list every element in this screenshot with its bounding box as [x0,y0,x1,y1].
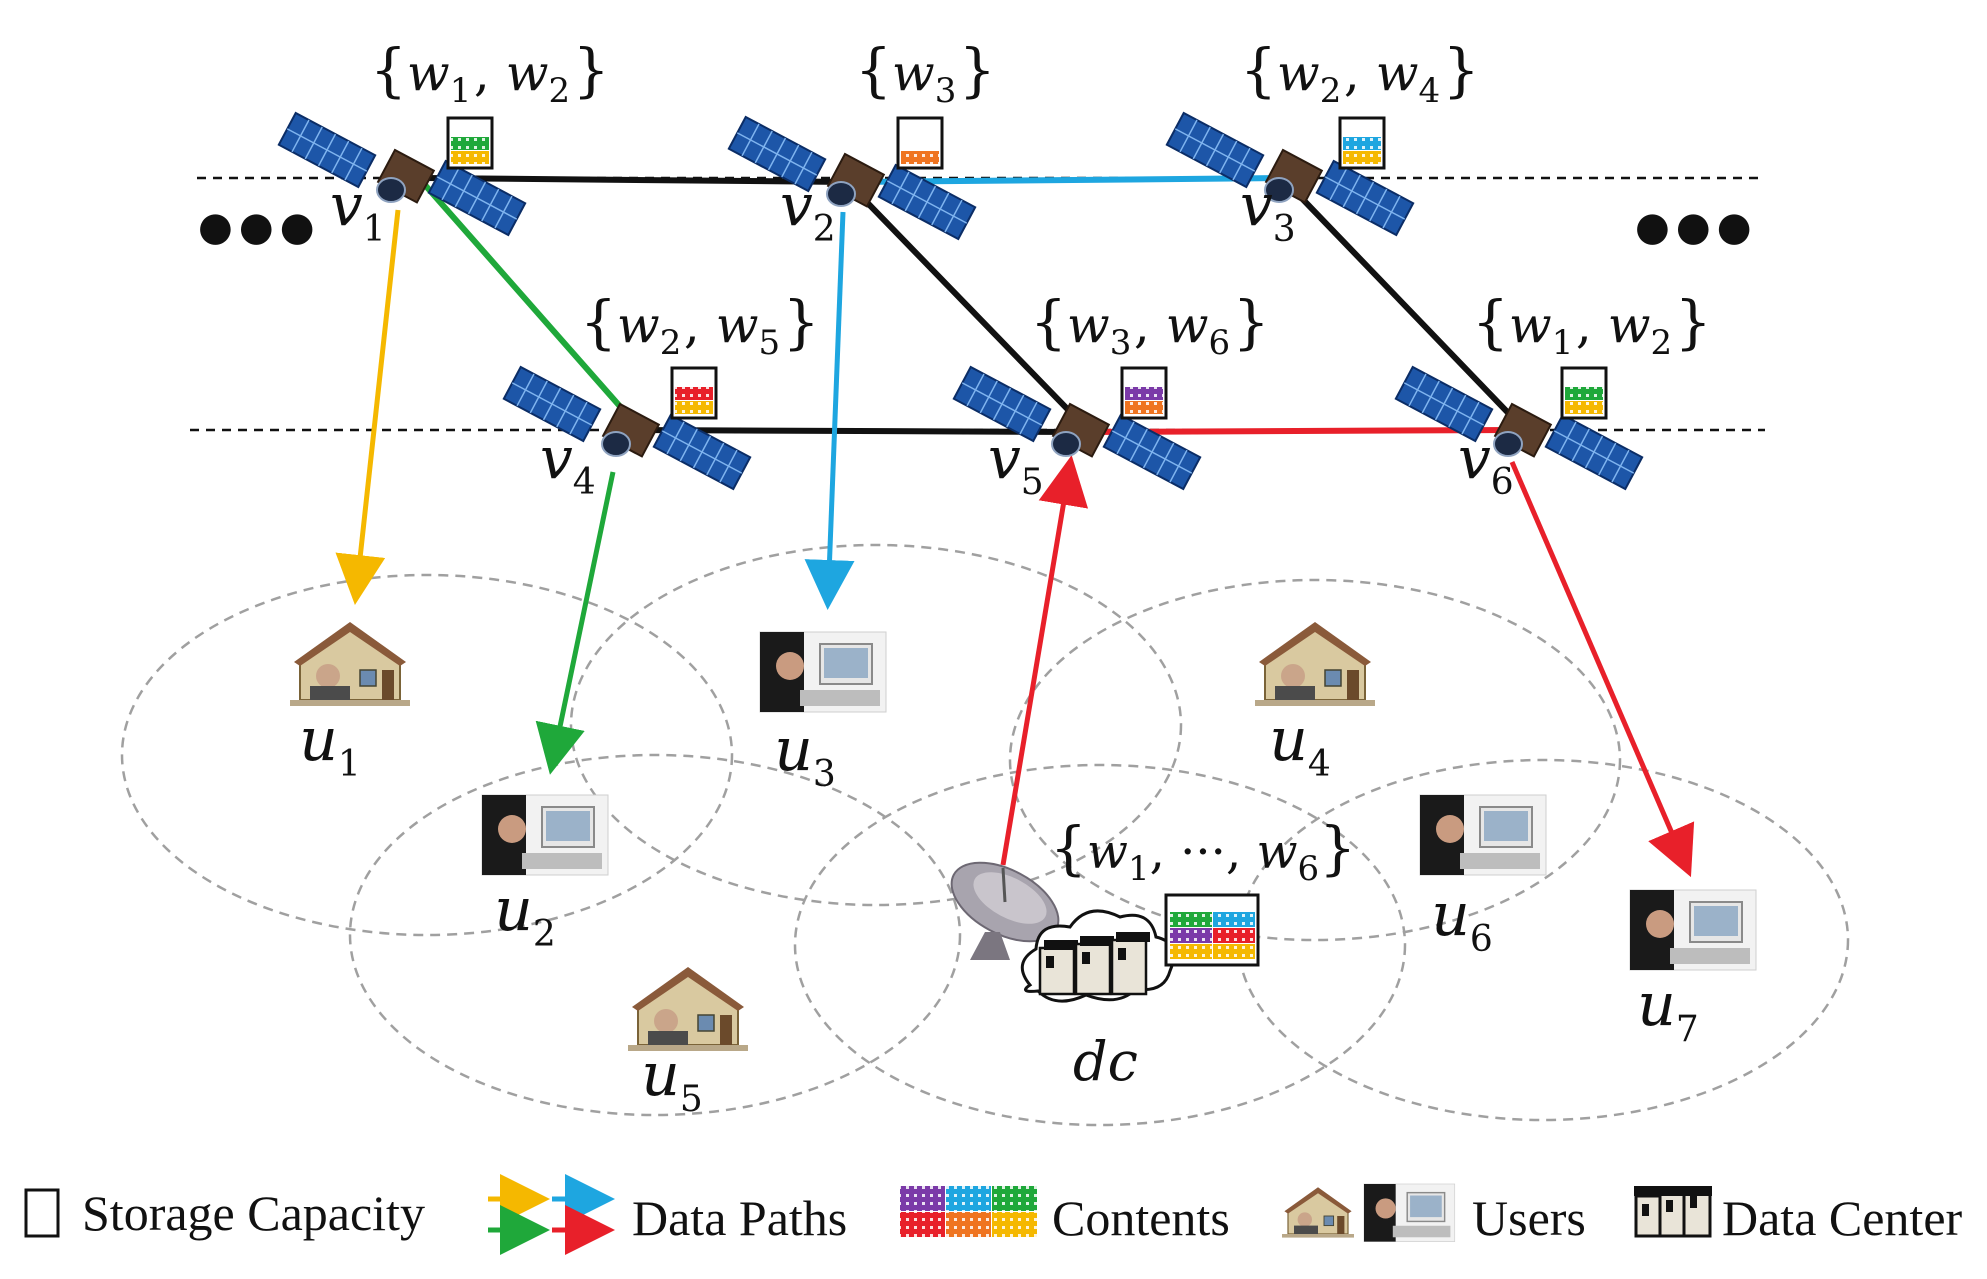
users: u1 u2 u3 u4 u5 u6 u7 [290,622,1757,1120]
satellite-icon-v6 [1394,365,1644,491]
path-dc-v5 [1000,455,1089,866]
cache-set-v2: {w3 } [855,36,996,111]
satellite-icon-v4 [502,365,752,491]
user-u3-person-at-computer-icon [759,631,887,713]
path-v1-u1 [335,209,401,605]
satellite-label-v6: v6 [1458,424,1514,503]
storage-box-v6 [1560,366,1608,420]
data-center-storage [1164,893,1260,967]
satellites: {w1 , w2 } v1 {w3 } v2 {w2 , w4 } v3 {w2 , w5 … [277,36,1712,503]
satellite-label-v2: v2 [780,171,836,250]
link-v4-v5 [629,427,1083,435]
cache-set-v6: {w1 , w2 } [1472,288,1712,363]
user-u7-person-at-computer-icon [1629,889,1757,971]
storage-box-v4 [670,366,718,420]
data-center-icon [1020,909,1176,1003]
storage-box-v1 [446,116,494,170]
legend-contents-swatch [900,1186,1037,1237]
user-label-u2: u2 [494,875,556,955]
user-label-u7: u7 [1637,970,1699,1050]
link-v3-v6 [1287,183,1518,423]
coverage-ellipse-dc [793,763,1407,1127]
satellite-label-v3: v3 [1240,171,1296,250]
path-v2-u3 [804,211,855,610]
legend-users-icons [1282,1183,1456,1242]
satellite-icon-v1 [277,111,527,237]
user-u6-person-at-computer-icon [1419,794,1547,876]
cache-set-v3: {w2 , w4 } [1240,36,1480,111]
coverage-areas [120,543,1850,1127]
satellite-icon-v5 [952,365,1202,491]
legend-users-label: Users [1472,1190,1586,1246]
user-label-u4: u4 [1269,705,1331,785]
coverage-ellipse-u1 [120,573,734,937]
coverage-ellipse-u4 [1008,578,1622,942]
legend: Storage Capacity Data Paths Contents Use… [24,1174,1963,1255]
user-u4-house-icon [1255,622,1375,706]
storage-box-v2 [896,116,944,170]
data-center: {w1, ···, w6} dc [950,814,1356,1093]
legend-contents-label: Contents [1052,1190,1230,1246]
user-u1-house-icon [290,622,410,706]
ellipsis-right: ●●● [1635,204,1758,250]
coverage-ellipse-u2 [348,753,962,1117]
data-center-cache-set: {w1, ···, w6} [1050,814,1356,889]
legend-paths-arrows [488,1174,615,1255]
satellite-label-v4: v4 [540,424,596,503]
path-v6-u7 [1509,461,1695,878]
user-label-u3: u3 [774,715,836,795]
legend-data-center-label: Data Center [1722,1190,1963,1246]
user-label-u1: u1 [299,705,361,785]
user-u2-person-at-computer-icon [481,794,609,876]
link-v1-v2 [422,175,853,185]
link-v2-v5 [852,187,1081,423]
user-label-u5: u5 [641,1040,703,1120]
user-label-u6: u6 [1431,880,1493,960]
satellite-label-v1: v1 [330,171,386,250]
path-v4-u2 [535,471,616,775]
legend-paths-label: Data Paths [632,1190,847,1246]
user-u5-house-icon [628,967,748,1051]
link-v1-v4 [422,182,635,423]
satellite-icon-v2 [727,115,977,241]
satellite-dish-icon [950,861,1060,960]
legend-house-icon [1282,1187,1354,1238]
legend-data-center-icon [1634,1186,1712,1238]
ellipsis-left: ●●● [198,204,321,250]
legend-person-at-computer-icon [1363,1183,1456,1242]
storage-box-v3 [1338,116,1386,170]
satellite-label-v5: v5 [988,424,1044,503]
cache-set-v5: {w3 , w6 } [1030,288,1270,363]
storage-box-v5 [1120,366,1168,420]
data-paths [335,209,1695,878]
cache-set-v4: {w2 , w5 } [580,288,820,363]
data-center-label: dc [1073,1030,1138,1093]
legend-storage-box [24,1188,60,1238]
legend-storage-label: Storage Capacity [82,1185,425,1241]
satellite-icon-v3 [1165,111,1415,237]
cache-set-v1: {w1 , w2 } [370,36,610,111]
